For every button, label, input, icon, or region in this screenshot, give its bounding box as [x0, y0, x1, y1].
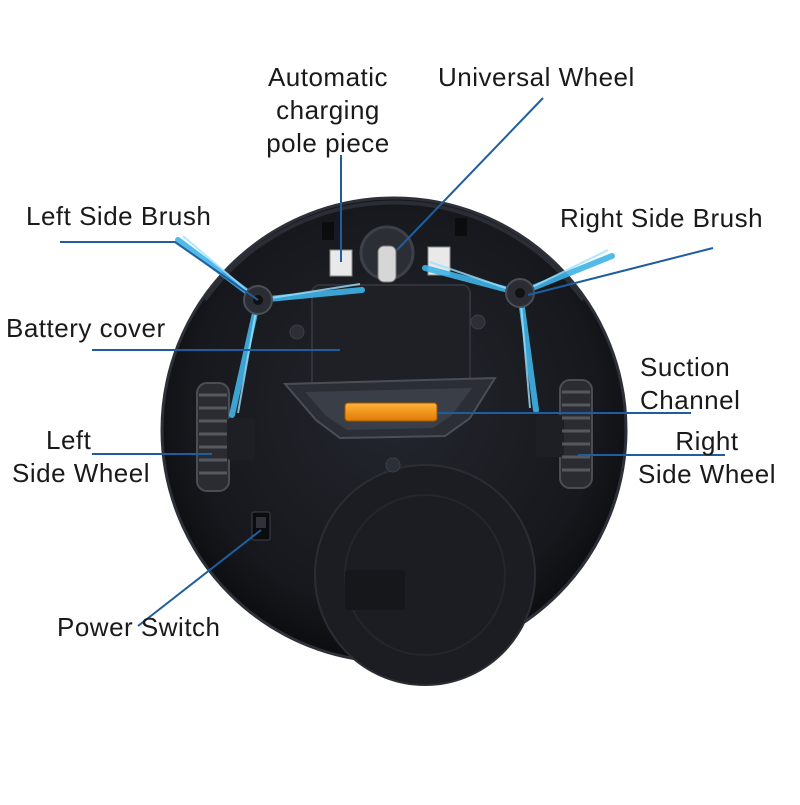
label-universal-wheel: Universal Wheel: [438, 61, 635, 94]
label-power-switch: Power Switch: [57, 611, 221, 644]
label-power-switch-text: Power Switch: [57, 612, 221, 642]
leader-power-switch: [137, 529, 262, 627]
battery-screw-left: [289, 324, 305, 340]
label-left-side-wheel: Left Side Wheel: [4, 424, 158, 490]
label-charging-pole-line2: charging: [276, 95, 380, 125]
right-side-wheel: [536, 379, 593, 489]
label-universal-wheel-text: Universal Wheel: [438, 62, 635, 92]
label-suction-channel-line1: Suction: [640, 352, 731, 382]
label-left-side-wheel-line2: Side Wheel: [12, 458, 150, 488]
leader-universal-wheel: [396, 97, 544, 251]
label-charging-pole-line1: Automatic: [267, 62, 389, 92]
label-right-side-wheel-line1: Right: [675, 426, 739, 456]
leader-left-side-brush: [60, 241, 259, 301]
front-bumper-ridge: [203, 200, 585, 302]
label-right-side-brush-text: Right Side Brush: [560, 203, 764, 233]
label-right-side-brush: Right Side Brush: [560, 202, 763, 235]
label-battery-cover: Battery cover: [6, 312, 166, 345]
suction-channel-opening: [344, 402, 438, 422]
label-suction-channel: Suction Channel: [640, 351, 740, 417]
rear-vent: [345, 570, 405, 610]
leader-right-side-brush: [527, 247, 714, 296]
label-right-side-wheel: Right Side Wheel: [630, 425, 784, 491]
sensor-slot-left: [322, 222, 334, 240]
label-charging-pole: Automatic charging pole piece: [258, 61, 398, 160]
label-right-side-wheel-line2: Side Wheel: [638, 459, 776, 489]
right-side-brush: [422, 249, 615, 413]
label-left-side-wheel-line1: Left: [46, 425, 92, 455]
label-left-side-brush-text: Left Side Brush: [26, 201, 212, 231]
rear-cover: [314, 464, 536, 686]
battery-screw-right: [470, 314, 486, 330]
power-switch-rocker: [256, 517, 266, 528]
label-battery-cover-text: Battery cover: [6, 313, 166, 343]
label-charging-pole-line3: pole piece: [266, 128, 390, 158]
label-suction-channel-line2: Channel: [640, 385, 741, 415]
label-left-side-brush: Left Side Brush: [26, 200, 211, 233]
left-side-wheel: [196, 382, 255, 492]
rear-screw: [385, 457, 401, 473]
universal-wheel: [377, 245, 397, 283]
sensor-slot-right: [455, 218, 467, 236]
